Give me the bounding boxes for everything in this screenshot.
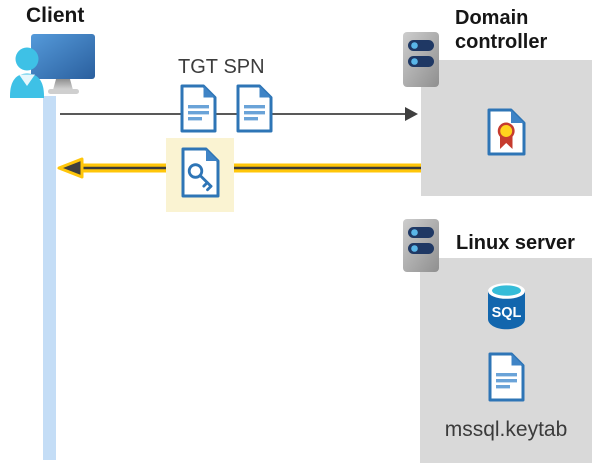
keytab-filename-label: mssql.keytab bbox=[444, 418, 568, 441]
spn-ticket-document-icon bbox=[236, 84, 273, 133]
request-arrowhead-icon bbox=[405, 107, 418, 121]
client-lifeline bbox=[43, 96, 56, 460]
sql-icon-label: SQL bbox=[492, 305, 522, 321]
user-at-monitor-icon bbox=[10, 34, 95, 98]
request-arrow-line bbox=[60, 113, 407, 115]
linux-server-title: Linux server bbox=[456, 232, 575, 254]
key-document-icon bbox=[181, 147, 220, 198]
tgt-ticket-document-icon bbox=[180, 84, 217, 133]
domain-controller-title: Domain controller bbox=[455, 7, 548, 53]
certificate-document-icon bbox=[487, 108, 526, 156]
keytab-document-icon bbox=[488, 352, 525, 402]
tgt-label: TGT bbox=[178, 56, 218, 78]
sql-database-icon: SQL bbox=[488, 283, 525, 330]
client-label: Client bbox=[26, 4, 85, 27]
linux-server-icon bbox=[403, 219, 439, 272]
spn-label: SPN bbox=[223, 56, 265, 78]
domain-controller-server-icon bbox=[403, 32, 439, 87]
return-arrow bbox=[57, 157, 421, 179]
